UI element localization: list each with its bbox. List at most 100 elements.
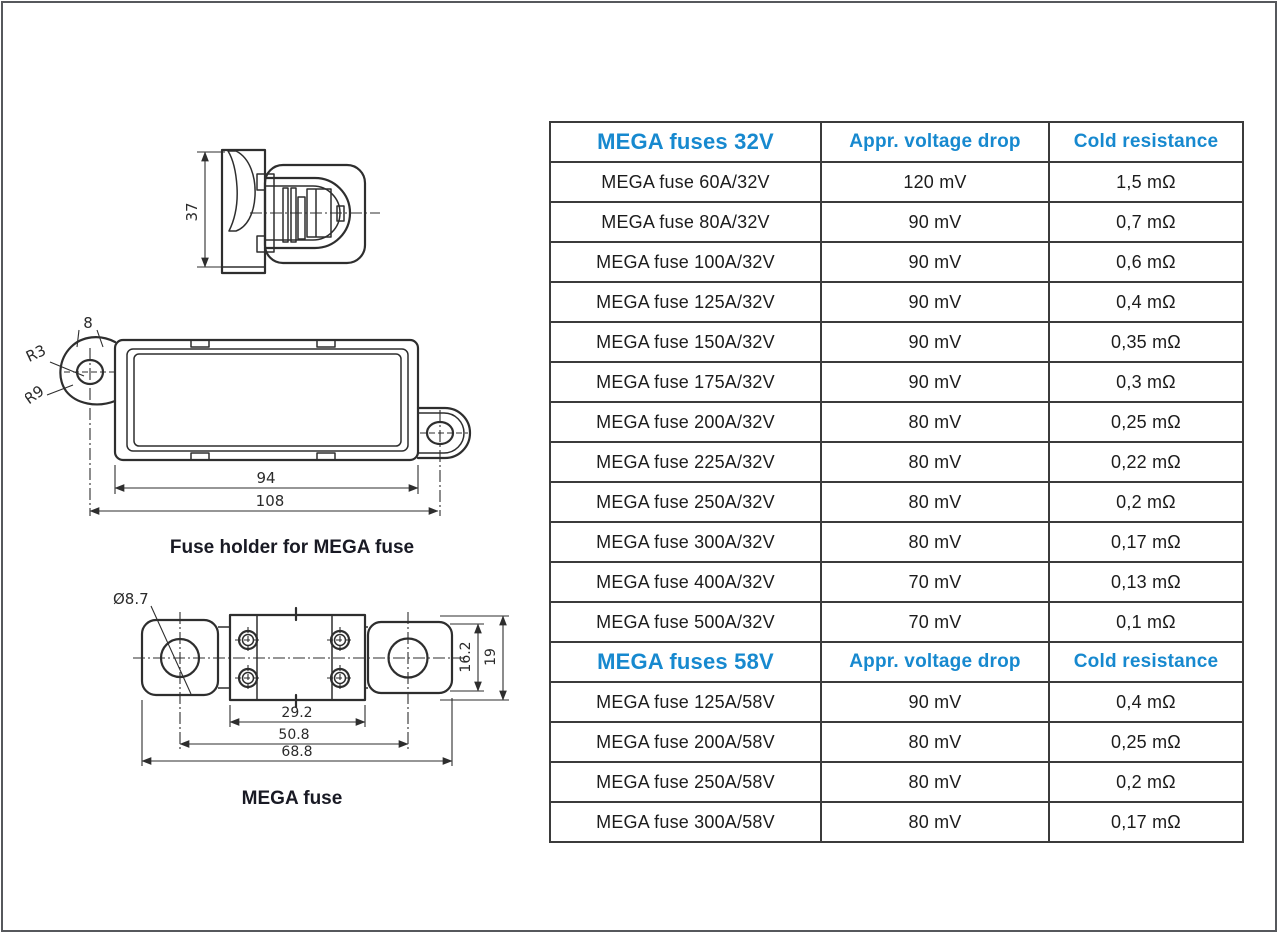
fuse-centerlines	[133, 612, 466, 750]
dim-68-8: 68.8	[141, 698, 453, 766]
voltage-drop-header: Appr. voltage drop	[820, 641, 1050, 683]
dim-label-50-8: 50.8	[278, 727, 309, 743]
fuse-holder-top-view-drawing: 8 R3 R9 94 108 Fuse holder for MEGA fuse	[25, 314, 472, 558]
fuse-name-cell: MEGA fuse 225A/32V	[549, 441, 822, 483]
holder-right-mount-tab	[416, 406, 472, 516]
holder-body-outline	[113, 338, 420, 462]
dim-r9: R9	[25, 382, 74, 408]
dim-label-68-8: 68.8	[281, 744, 312, 760]
dim-label-108: 108	[256, 492, 285, 510]
fuse-name-cell: MEGA fuse 80A/32V	[549, 201, 822, 243]
cold-resistance-cell: 0,22 mΩ	[1048, 441, 1244, 483]
fuse-name-cell: MEGA fuse 150A/32V	[549, 321, 822, 363]
dim-label-r3: R3	[25, 341, 49, 366]
cold-resistance-cell: 0,1 mΩ	[1048, 601, 1244, 643]
cold-resistance-cell: 0,4 mΩ	[1048, 281, 1244, 323]
mega-fuse-drawing: Ø8.7 29.2 50.8 68.8 16.2	[113, 590, 509, 809]
voltage-drop-cell: 80 mV	[820, 761, 1050, 803]
fuse-name-cell: MEGA fuse 250A/58V	[549, 761, 822, 803]
fuse-bolt-holes	[235, 627, 353, 691]
voltage-drop-cell: 80 mV	[820, 481, 1050, 523]
cold-resistance-cell: 0,17 mΩ	[1048, 801, 1244, 843]
fuse-caption: MEGA fuse	[242, 788, 343, 809]
voltage-drop-cell: 80 mV	[820, 401, 1050, 443]
table-section-title: MEGA fuses 58V	[549, 641, 822, 683]
voltage-drop-cell: 120 mV	[820, 161, 1050, 203]
dim-8: 8	[76, 314, 104, 348]
dim-label-16-2: 16.2	[458, 641, 474, 672]
dim-29-2: 29.2	[229, 705, 366, 727]
voltage-drop-cell: 90 mV	[820, 201, 1050, 243]
fuse-name-cell: MEGA fuse 60A/32V	[549, 161, 822, 203]
cold-resistance-cell: 1,5 mΩ	[1048, 161, 1244, 203]
fuse-name-cell: MEGA fuse 200A/58V	[549, 721, 822, 763]
table-section-title: MEGA fuses 32V	[549, 121, 822, 163]
holder-caption: Fuse holder for MEGA fuse	[170, 537, 414, 558]
dim-label-r9: R9	[25, 382, 47, 408]
fuse-name-cell: MEGA fuse 125A/32V	[549, 281, 822, 323]
dim-label-hole-diameter: Ø8.7	[113, 590, 149, 608]
fuse-name-cell: MEGA fuse 200A/32V	[549, 401, 822, 443]
voltage-drop-cell: 80 mV	[820, 721, 1050, 763]
cold-resistance-cell: 0,4 mΩ	[1048, 681, 1244, 723]
dim-94: 94	[114, 465, 419, 494]
voltage-drop-cell: 90 mV	[820, 281, 1050, 323]
dim-label-height: 37	[183, 202, 201, 221]
voltage-drop-header: Appr. voltage drop	[820, 121, 1050, 163]
dim-108: 108	[89, 492, 439, 515]
dim-label-19: 19	[483, 648, 499, 666]
cold-resistance-cell: 0,13 mΩ	[1048, 561, 1244, 603]
fuse-name-cell: MEGA fuse 125A/58V	[549, 681, 822, 723]
voltage-drop-cell: 80 mV	[820, 801, 1050, 843]
dim-label-tab-width: 8	[83, 314, 93, 332]
cold-resistance-cell: 0,3 mΩ	[1048, 361, 1244, 403]
voltage-drop-cell: 80 mV	[820, 441, 1050, 483]
cold-resistance-cell: 0,2 mΩ	[1048, 481, 1244, 523]
voltage-drop-cell: 70 mV	[820, 561, 1050, 603]
fuse-holder-side-view-drawing: 37	[183, 148, 380, 275]
fuse-name-cell: MEGA fuse 100A/32V	[549, 241, 822, 283]
fuse-name-cell: MEGA fuse 250A/32V	[549, 481, 822, 523]
voltage-drop-cell: 80 mV	[820, 521, 1050, 563]
cold-resistance-cell: 0,17 mΩ	[1048, 521, 1244, 563]
dim-r3: R3	[25, 341, 85, 377]
dim-label-29-2: 29.2	[281, 705, 312, 721]
fuse-name-cell: MEGA fuse 175A/32V	[549, 361, 822, 403]
voltage-drop-cell: 90 mV	[820, 681, 1050, 723]
voltage-drop-cell: 90 mV	[820, 321, 1050, 363]
cold-resistance-cell: 0,6 mΩ	[1048, 241, 1244, 283]
cold-resistance-cell: 0,25 mΩ	[1048, 401, 1244, 443]
fuse-name-cell: MEGA fuse 500A/32V	[549, 601, 822, 643]
fuse-name-cell: MEGA fuse 400A/32V	[549, 561, 822, 603]
voltage-drop-cell: 90 mV	[820, 241, 1050, 283]
cold-resistance-cell: 0,25 mΩ	[1048, 721, 1244, 763]
cold-resistance-header: Cold resistance	[1048, 641, 1244, 683]
dim-hole-diameter: Ø8.7	[113, 590, 192, 695]
dim-19: 19	[440, 615, 509, 701]
fuse-name-cell: MEGA fuse 300A/32V	[549, 521, 822, 563]
holder-left-mount-tab	[59, 336, 118, 516]
dim-16-2: 16.2	[450, 623, 484, 692]
cold-resistance-cell: 0,35 mΩ	[1048, 321, 1244, 363]
dim-50-8: 50.8	[179, 727, 409, 748]
dim-37: 37	[183, 151, 225, 268]
dim-label-94: 94	[256, 469, 275, 487]
